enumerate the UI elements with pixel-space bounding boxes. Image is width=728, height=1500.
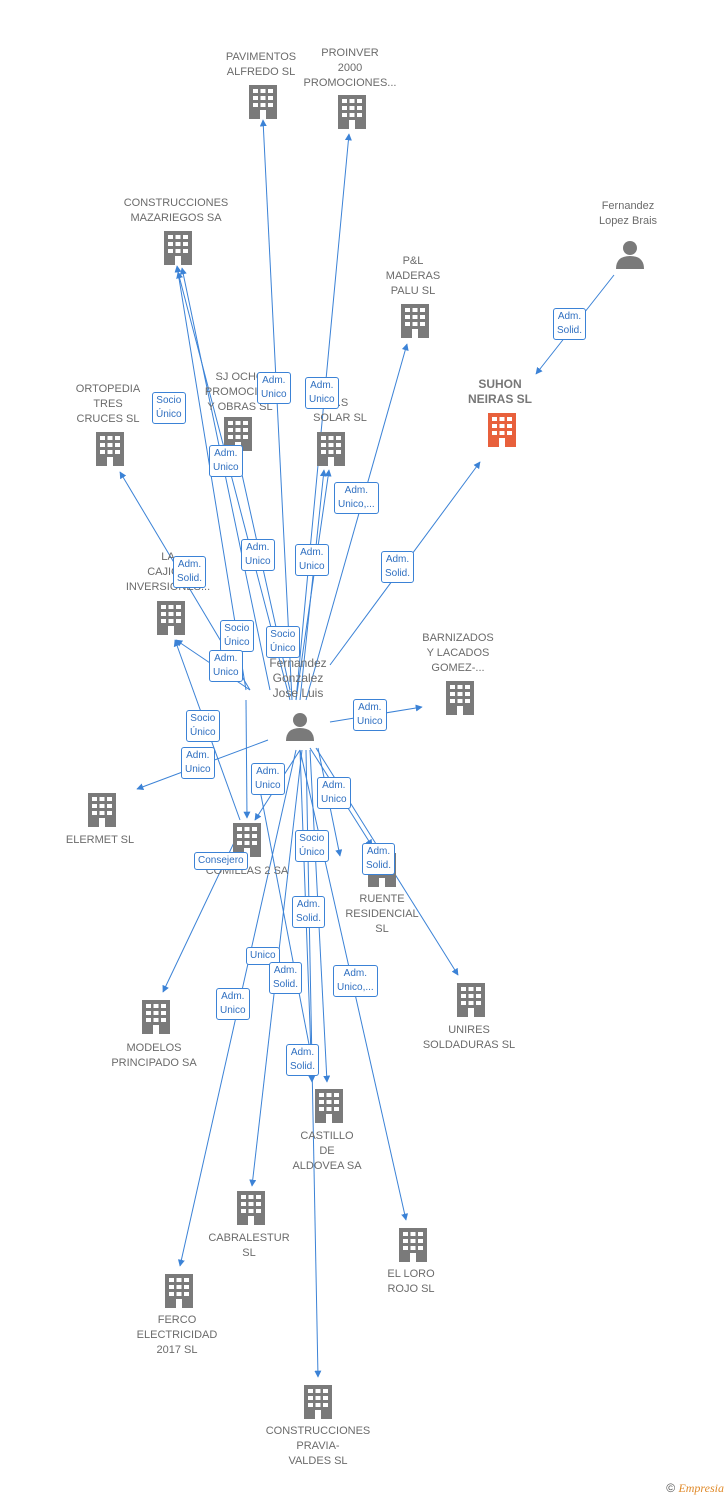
company-icon[interactable] <box>164 231 192 265</box>
edge-role-label[interactable]: Adm. Unico <box>209 445 243 477</box>
edge-role-label[interactable]: Adm. Solid. <box>173 556 207 588</box>
node-label-cajiga[interactable]: LA CAJIG... INVERSIONES... <box>125 551 211 593</box>
edge-line <box>295 133 352 701</box>
edge-role-label[interactable]: Adm. Unico,... <box>334 482 379 514</box>
company-icon[interactable] <box>399 1228 427 1262</box>
edge-role-label[interactable]: Adm. Unico <box>181 747 215 779</box>
edge-role-label[interactable]: Socio Único <box>152 392 186 424</box>
center-person-label[interactable]: Fernandez Gonzalez Jose Luis <box>269 656 327 700</box>
company-icon[interactable] <box>88 793 116 827</box>
edge-role-label[interactable]: Unico <box>246 947 280 965</box>
company-icon[interactable] <box>401 304 429 338</box>
node-label-castillo[interactable]: CASTILLO DE ALDOVEA SA <box>292 1130 362 1172</box>
person-icon[interactable] <box>616 241 644 269</box>
edge-role-label[interactable]: Adm. Unico <box>251 763 285 795</box>
node-label-barnizados[interactable]: BARNIZADOS Y LACADOS GOMEZ-... <box>422 632 494 674</box>
company-icon[interactable] <box>338 95 366 129</box>
edge-line <box>305 343 409 701</box>
node-label-elermet[interactable]: ELERMET SL <box>65 834 135 846</box>
edge-role-label[interactable]: Adm. Unico <box>216 988 250 1020</box>
edge-role-label[interactable]: Adm. Solid. <box>381 551 415 583</box>
edge-role-label[interactable]: Socio Único <box>220 620 254 652</box>
copyright-icon: © <box>666 1481 676 1495</box>
company-icon[interactable] <box>157 601 185 635</box>
company-icon[interactable] <box>315 1089 343 1123</box>
edge-role-label[interactable]: Adm. Solid. <box>362 843 396 875</box>
edge-line <box>259 789 315 1061</box>
edge-role-label[interactable]: Socio Único <box>186 710 220 742</box>
edge-role-label[interactable]: Adm. Solid. <box>553 308 587 340</box>
edge-role-label[interactable]: Adm. Unico <box>241 539 275 571</box>
node-label-ruente[interactable]: RUENTE RESIDENCIAL SL <box>345 893 419 935</box>
company-icon[interactable] <box>457 983 485 1017</box>
edge-role-label[interactable]: Socio Único <box>295 830 329 862</box>
edge-role-label[interactable]: Adm. Unico <box>353 699 387 731</box>
edge-role-label[interactable]: Adm. Solid. <box>292 896 326 928</box>
edge-role-label[interactable]: Adm. Unico <box>295 544 329 576</box>
node-label-pravia[interactable]: CONSTRUCCIONES PRAVIA- VALDES SL <box>265 1425 371 1467</box>
node-label-solar[interactable]: ...S SOLAR SL <box>313 397 367 424</box>
node-label-mazariegos[interactable]: CONSTRUCCIONES MAZARIEGOS SA <box>123 197 229 224</box>
edge-role-label[interactable]: Adm. Unico,... <box>333 965 378 997</box>
company-icon[interactable] <box>304 1385 332 1419</box>
node-label-ferco[interactable]: FERCO ELECTRICIDAD 2017 SL <box>136 1314 218 1356</box>
node-label-cabralestur[interactable]: CABRALESTUR SL <box>208 1232 290 1259</box>
edge-role-label[interactable]: Adm. Unico <box>257 372 291 404</box>
company-icon[interactable] <box>237 1191 265 1225</box>
edge-line <box>179 267 271 691</box>
edge-line <box>295 469 332 701</box>
footer: © Empresia <box>666 1481 724 1496</box>
edge-role-label[interactable]: Socio Único <box>266 626 300 658</box>
node-label-el-loro[interactable]: EL LORO ROJO SL <box>387 1268 435 1295</box>
edge-role-label[interactable]: Adm. Solid. <box>269 962 303 994</box>
node-label-modelos[interactable]: MODELOS PRINCIPADO SA <box>111 1042 197 1069</box>
brand-logo[interactable]: Empresia <box>678 1481 724 1495</box>
company-icon[interactable] <box>96 432 124 466</box>
edge-role-label[interactable]: Adm. Unico <box>317 777 351 809</box>
edge-line <box>243 699 251 819</box>
center-person-icon[interactable] <box>286 713 314 741</box>
company-icon[interactable] <box>142 1000 170 1034</box>
node-label-pl-maderas[interactable]: P&L MADERAS PALU SL <box>385 255 441 297</box>
edge-line <box>259 119 293 701</box>
company-icon[interactable] <box>446 681 474 715</box>
company-icon[interactable] <box>317 432 345 466</box>
edge-role-label[interactable]: Consejero <box>194 852 248 870</box>
highlighted-company-icon[interactable] <box>488 413 516 447</box>
node-label-unires[interactable]: UNIRES SOLDADURAS SL <box>422 1024 516 1051</box>
node-label-pavimentos[interactable]: PAVIMENTOS ALFREDO SL <box>225 51 297 78</box>
edge-line <box>174 265 247 691</box>
node-label-proinver[interactable]: PROINVER 2000 PROMOCIONES... <box>303 47 397 89</box>
edge-role-label[interactable]: Adm. Unico <box>209 650 243 682</box>
edge-role-label[interactable]: Adm. Solid. <box>286 1044 320 1076</box>
node-label-ortopedia[interactable]: ORTOPEDIA TRES CRUCES SL <box>75 383 141 425</box>
company-icon[interactable] <box>249 85 277 119</box>
edge-role-label[interactable]: Adm. Unico <box>305 377 339 409</box>
node-label-suhon[interactable]: SUHON NEIRAS SL <box>467 377 532 406</box>
node-label-fernandez-lopez[interactable]: Fernandez Lopez Brais <box>598 200 658 227</box>
company-icon[interactable] <box>165 1274 193 1308</box>
